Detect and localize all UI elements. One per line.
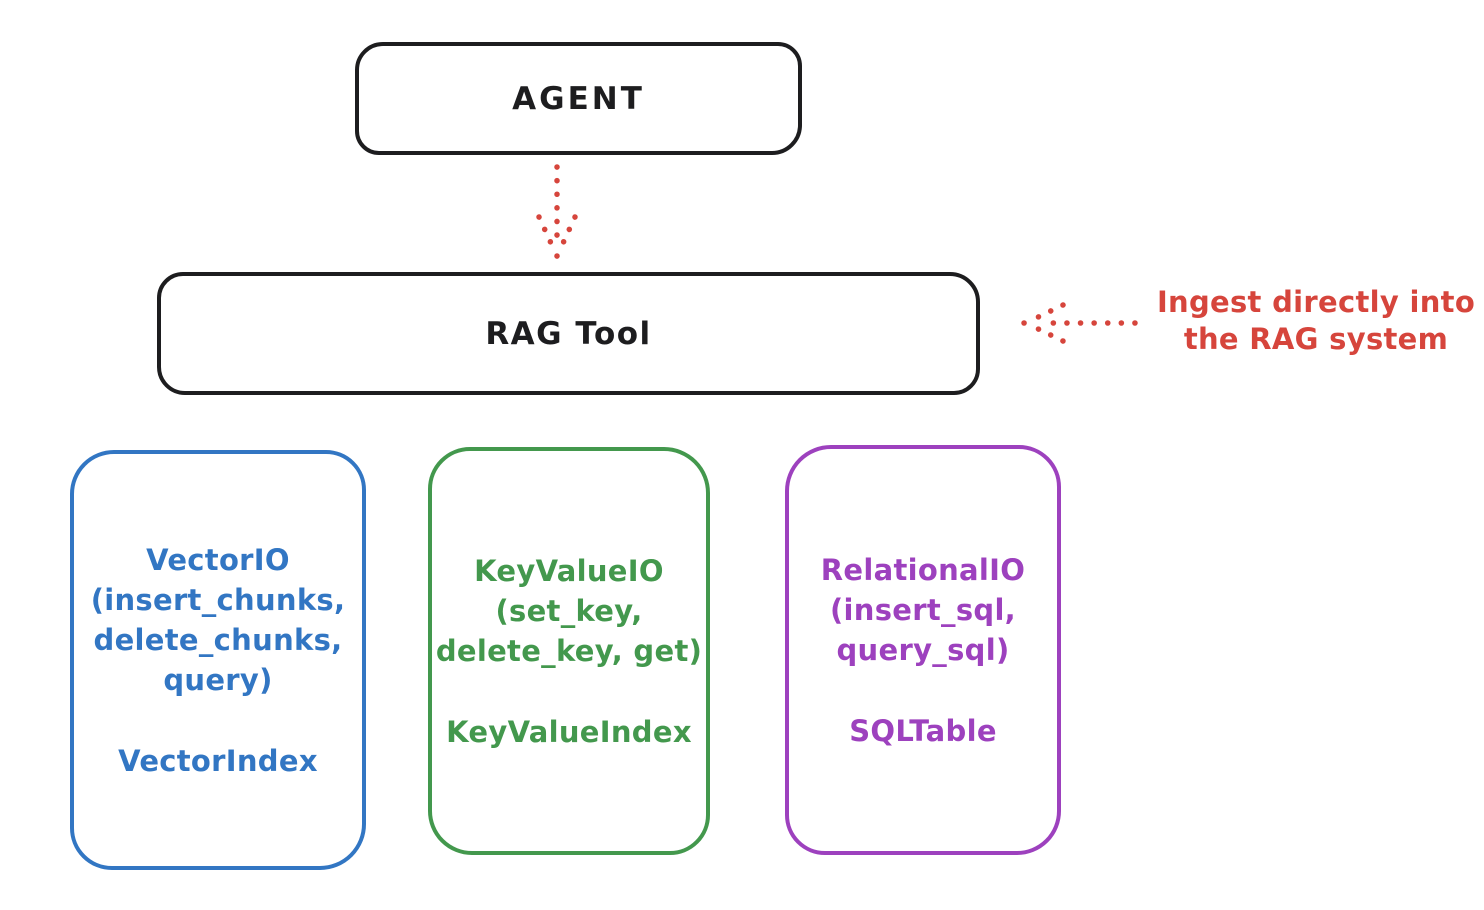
card-vectorio: VectorIO (insert_chunks, delete_chunks, … — [70, 450, 366, 870]
card-title: RelationalIO — [820, 552, 1026, 587]
ingest-annotation-line1: Ingest directly into — [1156, 285, 1476, 319]
card-method-line: (insert_chunks, — [90, 582, 346, 617]
card-method-line: (insert_sql, — [829, 592, 1016, 627]
card-method-line: delete_key, get) — [435, 633, 703, 668]
ingest-arrow — [1021, 302, 1138, 344]
card-method-line: query_sql) — [836, 632, 1010, 667]
agent-to-rag-arrow — [536, 164, 578, 259]
card-keyvalueio: KeyValueIO (set_key, delete_key, get) Ke… — [428, 447, 710, 855]
agent-box: AGENT — [355, 42, 802, 155]
card-title: VectorIO — [146, 542, 290, 577]
card-index-label: VectorIndex — [118, 743, 318, 778]
card-method-line: (set_key, — [495, 593, 643, 628]
card-title: KeyValueIO — [474, 553, 664, 588]
card-method-line: query) — [163, 662, 273, 697]
card-relationalio: RelationalIO (insert_sql, query_sql) SQL… — [785, 445, 1061, 855]
rag-tool-box: RAG Tool — [157, 272, 980, 395]
ingest-annotation-line2: the RAG system — [1183, 322, 1449, 356]
card-index-label: SQLTable — [849, 713, 997, 748]
agent-label: AGENT — [512, 80, 645, 117]
card-index-label: KeyValueIndex — [446, 714, 692, 749]
rag-tool-label: RAG Tool — [485, 315, 652, 352]
card-method-line: delete_chunks, — [93, 622, 343, 657]
ingest-annotation: Ingest directly into the RAG system — [1140, 284, 1484, 358]
